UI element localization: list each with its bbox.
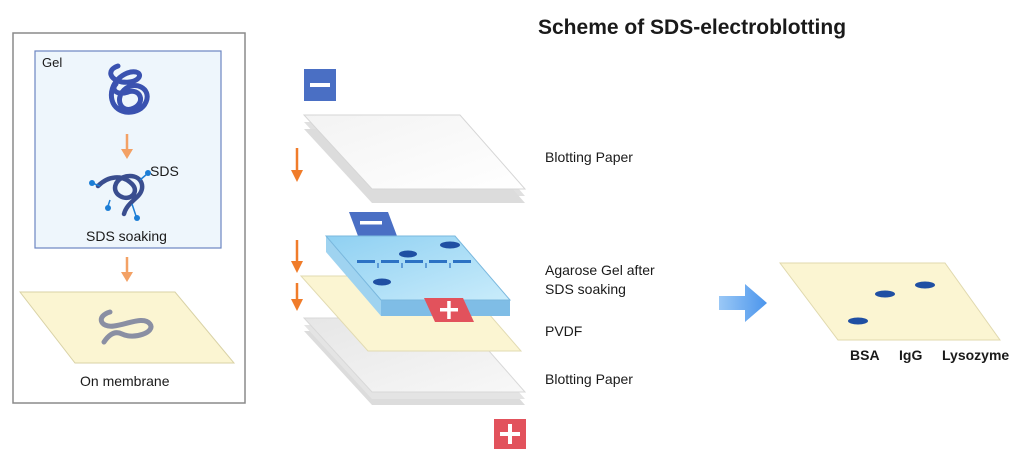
anode-electrode xyxy=(494,419,526,449)
down-arrow-icon xyxy=(121,134,133,159)
diagram-title: Scheme of SDS-electroblotting xyxy=(538,16,846,39)
membrane-sheet xyxy=(18,291,236,364)
down-arrow-icon xyxy=(291,240,303,273)
blotting-paper-top-label: Blotting Paper xyxy=(545,149,633,165)
membrane-band xyxy=(848,317,868,325)
sds-soaking-panel: Gel xyxy=(12,32,246,404)
folded-protein-icon xyxy=(108,63,150,115)
gel-cathode-tab xyxy=(349,212,397,236)
cathode-electrode xyxy=(304,69,336,101)
sds-label: SDS xyxy=(150,163,179,179)
membrane-band xyxy=(875,290,895,298)
pvdf-label: PVDF xyxy=(545,323,582,339)
sds-bound-protein-icon xyxy=(89,170,151,221)
gel-band xyxy=(399,250,417,258)
result-arrow-icon xyxy=(719,284,767,322)
agarose-gel-slab xyxy=(324,212,512,322)
protein-label-igg: IgG xyxy=(899,347,922,363)
blotting-paper-bottom-label: Blotting Paper xyxy=(545,371,633,387)
sds-soaking-label: SDS soaking xyxy=(86,228,167,244)
agarose-gel-label-line1: Agarose Gel after xyxy=(545,262,655,278)
result-membrane-sheet xyxy=(778,262,1001,341)
down-arrow-icon xyxy=(291,283,303,311)
gel-band xyxy=(373,278,391,286)
protein-label-bsa: BSA xyxy=(850,347,880,363)
blotting-stack: Blotting Paper Agarose Gel after SDS soa… xyxy=(291,69,655,449)
gel-band xyxy=(440,241,460,249)
membrane-band xyxy=(915,281,935,289)
gel-label: Gel xyxy=(42,55,62,70)
down-arrow-icon xyxy=(121,257,133,282)
blotting-paper-top xyxy=(302,114,527,203)
gel-anode-tab xyxy=(424,298,474,322)
result-membrane: BSA IgG Lysozyme xyxy=(778,262,1009,363)
on-membrane-label: On membrane xyxy=(80,373,170,389)
down-arrow-icon xyxy=(291,148,303,182)
agarose-gel-label-line2: SDS soaking xyxy=(545,281,626,297)
protein-label-lysozyme: Lysozyme xyxy=(942,347,1009,363)
unfolded-protein-icon xyxy=(98,309,154,345)
